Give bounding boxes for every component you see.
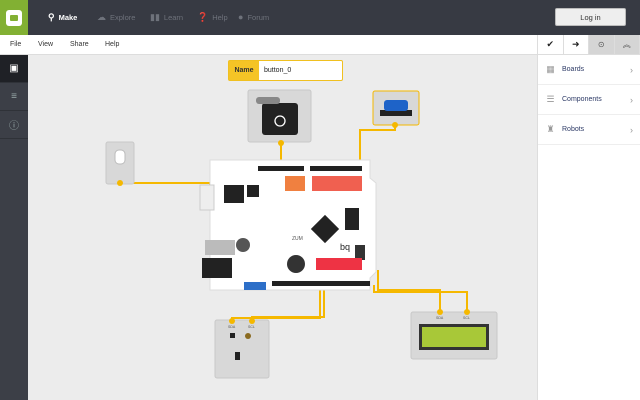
zum-board[interactable]: ZUM bq [199, 159, 377, 291]
chat-bubble-icon: ● [238, 12, 244, 22]
hardware-canvas[interactable]: ZUM bq SDA SCL SDA SCL [28, 55, 537, 400]
top-bar: ⚲Make ☁Explore ▮▮Learn ❓Help ●Forum Log … [0, 0, 640, 35]
app-logo[interactable] [0, 0, 28, 35]
nav-forum[interactable]: ●Forum [238, 12, 270, 22]
board-label: ZUM [292, 236, 303, 242]
target-icon[interactable]: ⊙ [589, 35, 615, 54]
nav-help[interactable]: ❓Help [197, 12, 228, 22]
svg-text:SDA: SDA [228, 325, 236, 329]
name-label: Name [229, 61, 259, 80]
nav-learn[interactable]: ▮▮Learn [150, 12, 184, 22]
menu-view[interactable]: View [38, 41, 54, 48]
question-icon: ❓ [197, 12, 209, 22]
check-icon[interactable]: ✔ [538, 35, 564, 54]
left-sidebar: ▣ ≡ ⓘ [0, 55, 28, 400]
svg-text:SCL: SCL [463, 316, 470, 320]
info-icon: ⓘ [9, 121, 19, 132]
info-tab[interactable]: ⓘ [0, 111, 28, 139]
menu-bar: File View Share Help [0, 35, 537, 55]
svg-text:SCL: SCL [248, 325, 255, 329]
nav-explore[interactable]: ☁Explore [97, 12, 136, 22]
name-input[interactable]: button_0 [264, 67, 292, 74]
hierarchy-icon: ⚲ [48, 12, 55, 22]
button-component[interactable] [372, 90, 420, 128]
hardware-tab[interactable]: ▣ [0, 55, 28, 83]
lcd-component[interactable]: SDA SCL [410, 309, 498, 360]
menu-file[interactable]: File [10, 41, 22, 48]
software-tab[interactable]: ≡ [0, 83, 28, 111]
chevron-right-icon: › [630, 124, 633, 135]
book-icon: ▮▮ [150, 12, 160, 22]
sensor-component[interactable]: SDA SCL [214, 318, 270, 379]
right-panel: ✔ ➜ ⊙ ︽ ▦Boards› ☰Components› ♜Robots› [537, 35, 640, 400]
servo-component[interactable] [247, 89, 312, 146]
panel-item-robots[interactable]: ♜Robots› [538, 115, 640, 145]
login-button[interactable]: Log in [555, 8, 626, 26]
board-brand: bq [340, 242, 350, 252]
chevron-right-icon: › [630, 94, 633, 105]
chip-icon: ☰ [546, 94, 555, 104]
board-icon: ▦ [546, 64, 555, 74]
menu-share[interactable]: Share [70, 41, 89, 48]
chevron-right-icon: › [630, 64, 633, 75]
double-chevron-up-icon[interactable]: ︽ [614, 35, 640, 54]
led-component[interactable] [105, 141, 135, 186]
arrow-right-icon[interactable]: ➜ [564, 35, 589, 54]
panel-item-components[interactable]: ☰Components› [538, 85, 640, 115]
robot-icon: ♜ [546, 124, 555, 134]
svg-text:SDA: SDA [436, 316, 444, 320]
menu-help[interactable]: Help [105, 41, 120, 48]
lines-icon: ≡ [11, 91, 17, 102]
panel-item-boards[interactable]: ▦Boards› [538, 55, 640, 85]
component-name-field[interactable]: Name button_0 [228, 60, 343, 81]
chip-icon: ▣ [9, 63, 19, 74]
cloud-icon: ☁ [97, 12, 106, 22]
nav-make[interactable]: ⚲Make [48, 12, 78, 22]
